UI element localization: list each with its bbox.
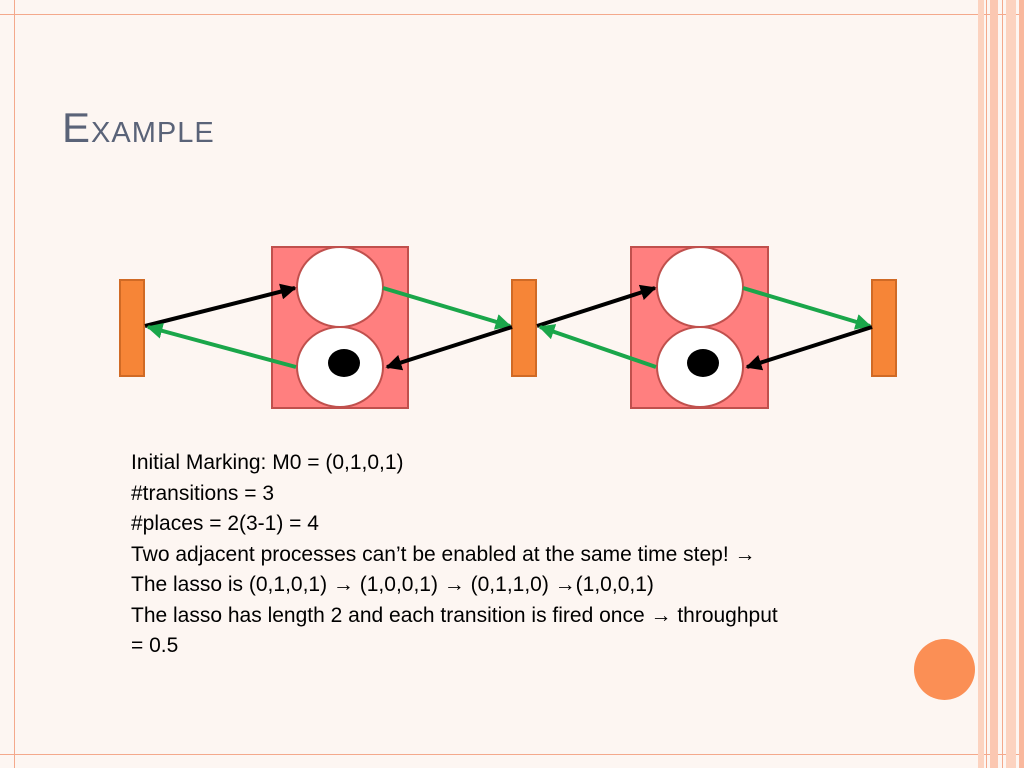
body-line: #places = 2(3-1) = 4: [131, 512, 319, 535]
arc-t2-to-p2top: [536, 284, 657, 328]
arc-p1bottom-to-t1: [146, 323, 297, 369]
arc-p2top-to-t3: [742, 286, 872, 330]
body-line: #transitions = 3: [131, 481, 275, 505]
body-line: Initial Marking: M0 = (0,1,0,1): [131, 451, 404, 474]
frame-line-top: [0, 14, 1024, 15]
slide-body: Initial Marking: M0 = (0,1,0,1) #transit…: [131, 448, 931, 662]
place-2-top: [656, 246, 744, 328]
arc-p1top-to-t2: [382, 286, 512, 330]
body-line: = 0.5: [131, 634, 179, 657]
arc-t3-to-p2bottom: [745, 325, 873, 371]
decorative-stripes: [978, 0, 1024, 768]
frame-line-left: [14, 0, 15, 768]
token-2: [687, 349, 719, 377]
transition-1: [119, 279, 145, 377]
arc-t2-to-p1bottom: [385, 325, 513, 371]
slide-title: Example: [62, 104, 215, 151]
arc-t1-to-p1top: [144, 283, 297, 328]
arc-p2bottom-to-t2: [538, 324, 657, 369]
transition-3: [871, 279, 897, 377]
token-1: [328, 349, 360, 377]
place-1-top: [296, 246, 384, 328]
decorative-circle: [914, 639, 975, 700]
transition-2: [511, 279, 537, 377]
body-line: The lasso is (0,1,0,1) → (1,0,0,1) → (0,…: [131, 573, 654, 596]
body-line: The lasso has length 2 and each transiti…: [131, 603, 778, 627]
frame-line-bottom: [0, 754, 1024, 755]
body-line: Two adjacent processes can’t be enabled …: [131, 542, 756, 566]
